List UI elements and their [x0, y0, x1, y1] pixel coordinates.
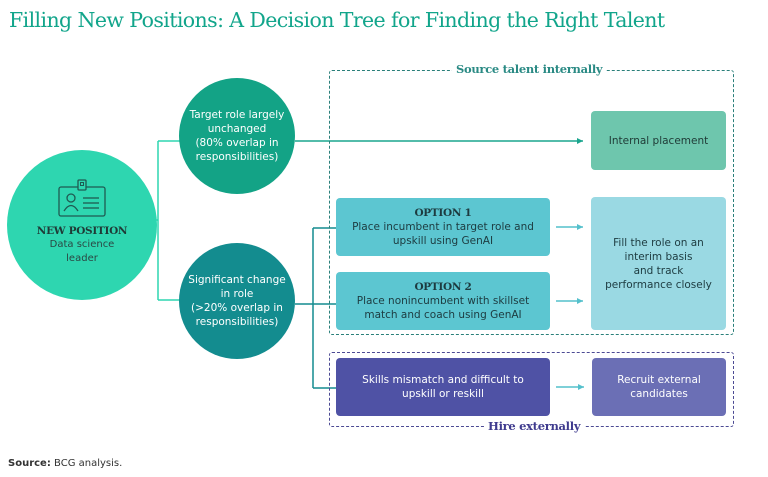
box-option-1: OPTION 1 Place incumbent in target role …	[336, 198, 550, 256]
source-label: Source:	[8, 458, 51, 469]
unchanged-line-1: Target role largely	[189, 109, 285, 121]
new-position-heading: NEW POSITION	[36, 225, 128, 237]
fill-line-4: performance closely	[605, 278, 712, 291]
source-text: BCG analysis.	[50, 458, 123, 469]
option-2-title: OPTION 2	[414, 281, 472, 293]
internal-placement-label: Internal placement	[608, 134, 709, 147]
box-recruit-external: Recruit external candidates	[592, 358, 726, 416]
box-skills-mismatch: Skills mismatch and difficult to upskill…	[336, 358, 550, 416]
node-new-position: NEW POSITION Data science leader	[7, 150, 157, 300]
option-1-title: OPTION 1	[414, 207, 472, 219]
option-2-line-1: Place nonincumbent with skillset	[356, 295, 530, 307]
unchanged-line-3: (80% overlap in	[195, 137, 279, 149]
connector-significant	[295, 227, 336, 389]
skills-line-1: Skills mismatch and difficult to	[362, 374, 524, 386]
box-fill-interim: Fill the role on an interim basis and tr…	[591, 197, 726, 330]
fill-line-2: interim basis	[624, 250, 693, 263]
significant-line-1: Significant change	[188, 274, 286, 286]
page-title: Filling New Positions: A Decision Tree f…	[9, 8, 665, 32]
new-position-sub-2: leader	[66, 253, 98, 264]
box-internal-placement: Internal placement	[591, 111, 726, 170]
node-significant-change: Significant change in role (>20% overlap…	[179, 243, 295, 359]
significant-line-3: (>20% overlap in	[191, 302, 283, 314]
node-role-unchanged: Target role largely unchanged (80% overl…	[179, 78, 295, 194]
box-option-2: OPTION 2 Place nonincumbent with skillse…	[336, 272, 550, 330]
unchanged-line-4: responsibilities)	[195, 151, 279, 163]
new-position-sub-1: Data science	[49, 239, 115, 250]
fill-line-1: Fill the role on an	[613, 236, 704, 249]
source-note: Source: BCG analysis.	[8, 458, 122, 469]
option-1-line-2: upskill using GenAI	[392, 235, 494, 247]
recruit-line-1: Recruit external	[617, 374, 701, 386]
significant-line-2: in role	[220, 288, 254, 300]
skills-line-2: upskill or reskill	[402, 388, 484, 400]
group-internal-label: Source talent internally	[452, 62, 607, 76]
group-external-label: Hire externally	[484, 419, 585, 433]
unchanged-line-2: unchanged	[207, 123, 267, 135]
id-badge-icon	[58, 179, 106, 217]
fill-line-3: and track	[633, 264, 684, 277]
recruit-line-2: candidates	[630, 388, 688, 400]
connector-root	[157, 140, 181, 301]
option-1-line-1: Place incumbent in target role and	[352, 221, 534, 233]
significant-line-4: responsibilities)	[195, 316, 279, 328]
option-2-line-2: match and coach using GenAI	[364, 309, 522, 321]
